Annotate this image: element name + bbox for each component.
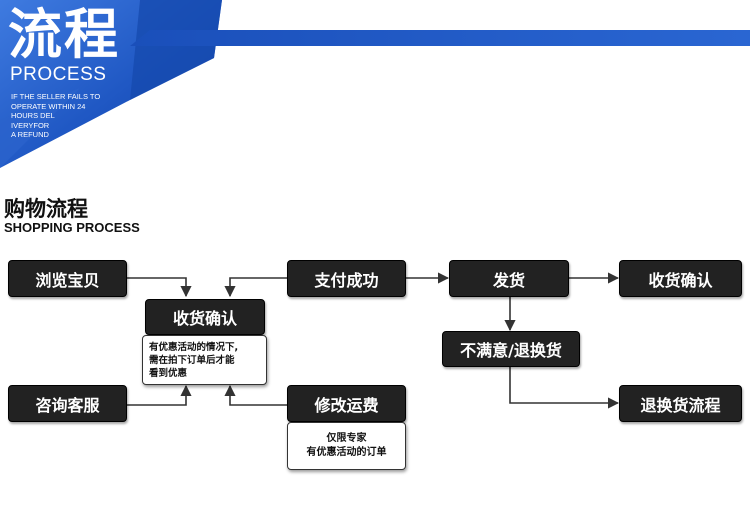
section-subtitle: SHOPPING PROCESS (4, 220, 140, 235)
step-confirm-receipt: 收货确认 (145, 299, 265, 335)
arrow-browse-to-confirm (127, 277, 192, 298)
step-return-process: 退换货流程 (619, 385, 742, 422)
banner-small-line: IVERYFOR (11, 120, 50, 130)
step-consult-service: 咨询客服 (8, 385, 127, 422)
section-title: 购物流程 (4, 197, 88, 221)
banner-small-line: OPERATE WITHIN 24 (11, 101, 86, 111)
banner-small-line: A REFUND (11, 130, 49, 139)
arrow-consult-to-note (127, 384, 192, 406)
header-banner (0, 0, 750, 168)
banner-highlight (0, 88, 80, 168)
note-line: 有优惠活动的情况下, (149, 341, 239, 353)
step-confirm-receipt-final: 收货确认 (619, 260, 742, 297)
promo-note: 有优惠活动的情况下, 需在拍下订单后才能 看到优惠 (142, 335, 267, 385)
banner-small-line: HOURS DEL (11, 111, 55, 120)
banner-title: 流程 (8, 3, 120, 66)
step-ship: 发货 (449, 260, 569, 297)
step-payment-success: 支付成功 (287, 260, 406, 297)
note-line: 看到优惠 (149, 367, 188, 379)
note-line: 需在拍下订单后才能 (149, 354, 235, 366)
step-browse: 浏览宝贝 (8, 260, 127, 297)
exclusive-note: 仅限专家 有优惠活动的订单 (287, 422, 406, 470)
note-line: 有优惠活动的订单 (306, 447, 387, 458)
step-modify-shipping: 修改运费 (287, 385, 406, 422)
banner-facet (130, 0, 222, 100)
arrow-unsatisfied-to-return (509, 367, 620, 409)
note-line: 仅限专家 (326, 433, 367, 444)
banner-strip (130, 30, 750, 46)
step-unsatisfied-return: 不满意/退换货 (442, 331, 580, 367)
arrow-modify-to-note (224, 384, 287, 406)
banner-subtitle: PROCESS (10, 64, 107, 85)
arrow-pay-to-confirm (224, 277, 287, 298)
banner-small-line: IF THE SELLER FAILS TO (11, 92, 101, 101)
